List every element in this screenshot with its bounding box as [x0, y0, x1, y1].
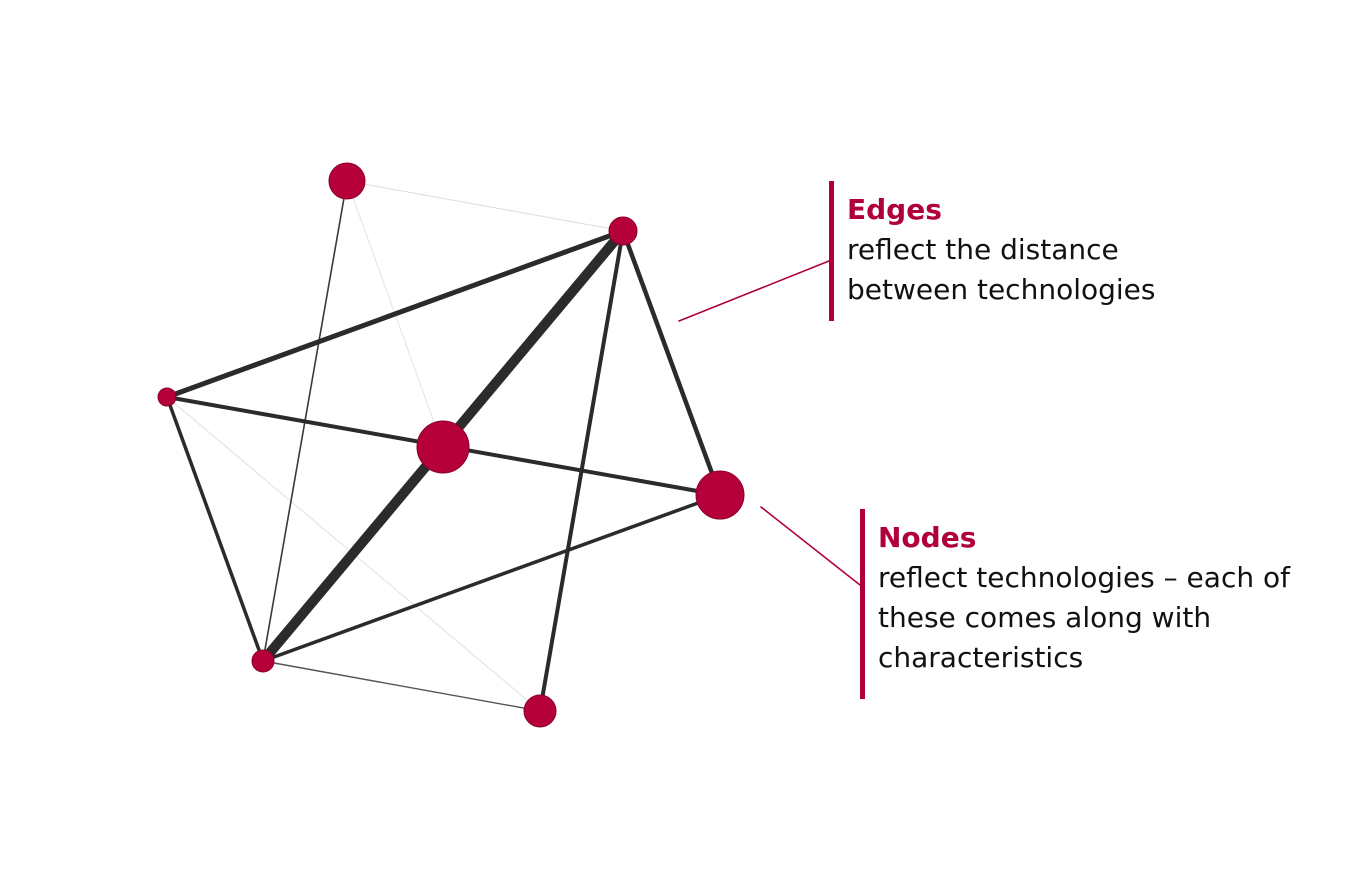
nodes [157, 162, 745, 728]
nodes-callout-title: Nodes [878, 521, 977, 554]
edge [164, 228, 626, 400]
node [695, 470, 745, 520]
edge [538, 229, 625, 713]
edges-leader-line [678, 260, 830, 322]
edge [165, 395, 265, 663]
node [416, 420, 470, 474]
nodes-leader-line [760, 506, 861, 586]
edges-callout-text: reflect the distance between technologie… [847, 233, 1156, 306]
edges-callout: Edges reflect the distance between techn… [829, 181, 1267, 321]
node [328, 162, 366, 200]
edges [164, 180, 861, 713]
nodes-callout: Nodes reflect technologies – each of the… [860, 509, 1357, 699]
edge [261, 493, 722, 663]
node [157, 387, 177, 407]
edge [346, 180, 624, 232]
edge [262, 660, 541, 712]
node [608, 216, 638, 246]
edge [620, 228, 723, 498]
node [523, 694, 557, 728]
node [251, 649, 275, 673]
edges-callout-title: Edges [847, 193, 942, 226]
nodes-callout-text: reflect technologies – each of these com… [878, 561, 1290, 674]
